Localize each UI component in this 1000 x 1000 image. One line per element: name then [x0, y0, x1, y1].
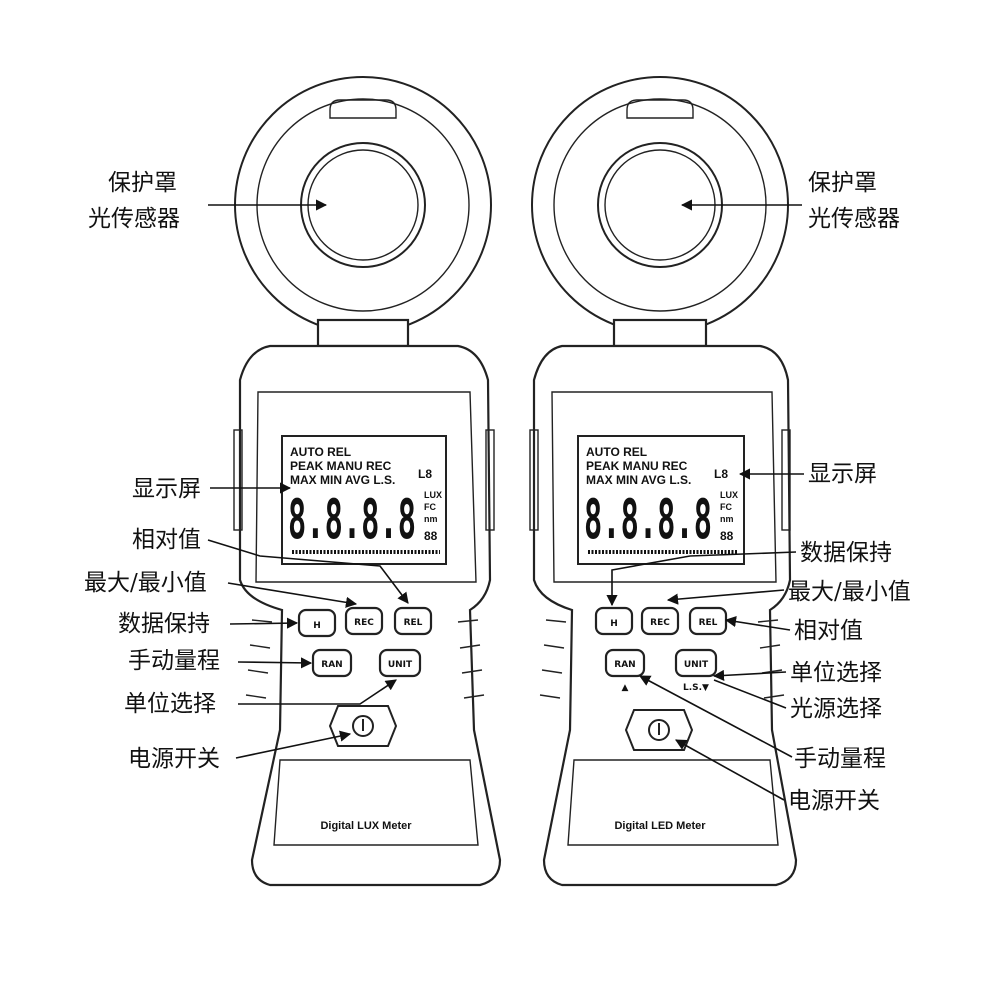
label-relative: 相对值 [794, 618, 863, 644]
grip-ridges-right [539, 619, 785, 699]
grip-ridges-left [245, 619, 485, 699]
label-display: 显示屏 [808, 461, 877, 487]
lcd-row2: PEAK MANU REC [586, 459, 688, 473]
label-maxmin: 最大/最小值 [84, 570, 207, 596]
svg-text:REC: REC [354, 618, 374, 628]
rec-button[interactable]: REC [344, 606, 384, 636]
callouts-right: 保护罩 光传感器 显示屏 数据保持 最大/最小值 相对值 单位选择 光源选择 手… [606, 170, 911, 814]
model-label-left: Digital LUX Meter [320, 820, 412, 832]
lcd-row2: PEAK MANU REC [290, 459, 392, 473]
ran-up-icon: ▲ [622, 683, 629, 693]
lcd-unit-fc: FC [424, 502, 436, 512]
ran-button[interactable]: RAN [311, 648, 353, 678]
sensor-head-right [531, 76, 789, 348]
svg-text:UNIT: UNIT [684, 660, 709, 670]
lcd-row3: MAX MIN AVG L.S. [290, 473, 395, 487]
lcd-side-digits: L8 [418, 467, 432, 481]
lcd-unit-fc: FC [720, 502, 732, 512]
label-display: 显示屏 [132, 476, 201, 502]
lcd-right: AUTO REL PEAK MANU REC MAX MIN AVG L.S. … [577, 435, 745, 565]
svg-text:H: H [313, 621, 321, 631]
power-button[interactable] [328, 705, 398, 747]
unit-button[interactable]: UNIT L.S.▼ [674, 648, 718, 693]
svg-text:RAN: RAN [614, 660, 635, 670]
label-hold: 数据保持 [118, 611, 210, 637]
ran-button[interactable]: RAN ▲ [604, 648, 646, 693]
hold-button[interactable]: H [297, 608, 337, 638]
svg-text:REL: REL [404, 618, 423, 628]
label-manual-range: 手动量程 [128, 648, 220, 674]
rec-button[interactable]: REC [640, 606, 680, 636]
svg-text:H: H [610, 619, 618, 629]
label-light-source: 光源选择 [790, 696, 882, 722]
unit-button[interactable]: UNIT [378, 648, 422, 678]
lcd-row1: AUTO REL [586, 445, 647, 459]
label-hold: 数据保持 [800, 540, 892, 566]
lcd-sub-digits: 88 [720, 529, 734, 543]
lcd-sub-digits: 88 [424, 529, 438, 543]
rel-button[interactable]: REL [688, 606, 728, 636]
buttons-left: H REC REL RAN UNIT [297, 606, 433, 747]
lcd-row1: AUTO REL [290, 445, 351, 459]
label-relative: 相对值 [132, 527, 201, 553]
svg-text:RAN: RAN [321, 660, 342, 670]
label-power: 电源开关 [788, 788, 880, 814]
lcd-unit-lux: LUX [424, 490, 442, 500]
lcd-main-digits: 8.8.8.8 [584, 488, 712, 551]
label-sensor: 光传感器 [808, 206, 900, 232]
lcd-side-digits: L8 [714, 467, 728, 481]
lcd-main-digits: 8.8.8.8 [288, 488, 416, 551]
label-power: 电源开关 [128, 746, 220, 772]
lcd-unit-nm: nm [720, 514, 734, 524]
label-cover: 保护罩 [808, 170, 877, 196]
svg-text:UNIT: UNIT [388, 660, 413, 670]
lcd-unit-nm: nm [424, 514, 438, 524]
lcd-unit-lux: LUX [720, 490, 738, 500]
label-cover: 保护罩 [108, 170, 177, 196]
meter-right: AUTO REL PEAK MANU REC MAX MIN AVG L.S. … [529, 76, 911, 887]
sensor-head-left [234, 76, 492, 348]
callouts-left: 保护罩 光传感器 显示屏 相对值 最大/最小值 数据保持 手动量程 单位选择 电… [84, 170, 409, 772]
model-label-right: Digital LED Meter [614, 820, 706, 832]
label-maxmin: 最大/最小值 [788, 579, 911, 605]
svg-text:REL: REL [699, 618, 718, 628]
meter-left: AUTO REL PEAK MANU REC MAX MIN AVG L.S. … [84, 76, 502, 887]
hold-button[interactable]: H [594, 606, 634, 636]
rel-button[interactable]: REL [393, 606, 433, 636]
label-unit-select: 单位选择 [790, 660, 882, 686]
lcd-left: AUTO REL PEAK MANU REC MAX MIN AVG L.S. … [281, 435, 447, 565]
label-manual-range: 手动量程 [794, 746, 886, 772]
lcd-row3: MAX MIN AVG L.S. [586, 473, 691, 487]
light-source-sublabel: L.S.▼ [683, 683, 709, 693]
svg-text:REC: REC [650, 618, 670, 628]
label-unit-select: 单位选择 [124, 691, 216, 717]
label-sensor: 光传感器 [88, 206, 180, 232]
